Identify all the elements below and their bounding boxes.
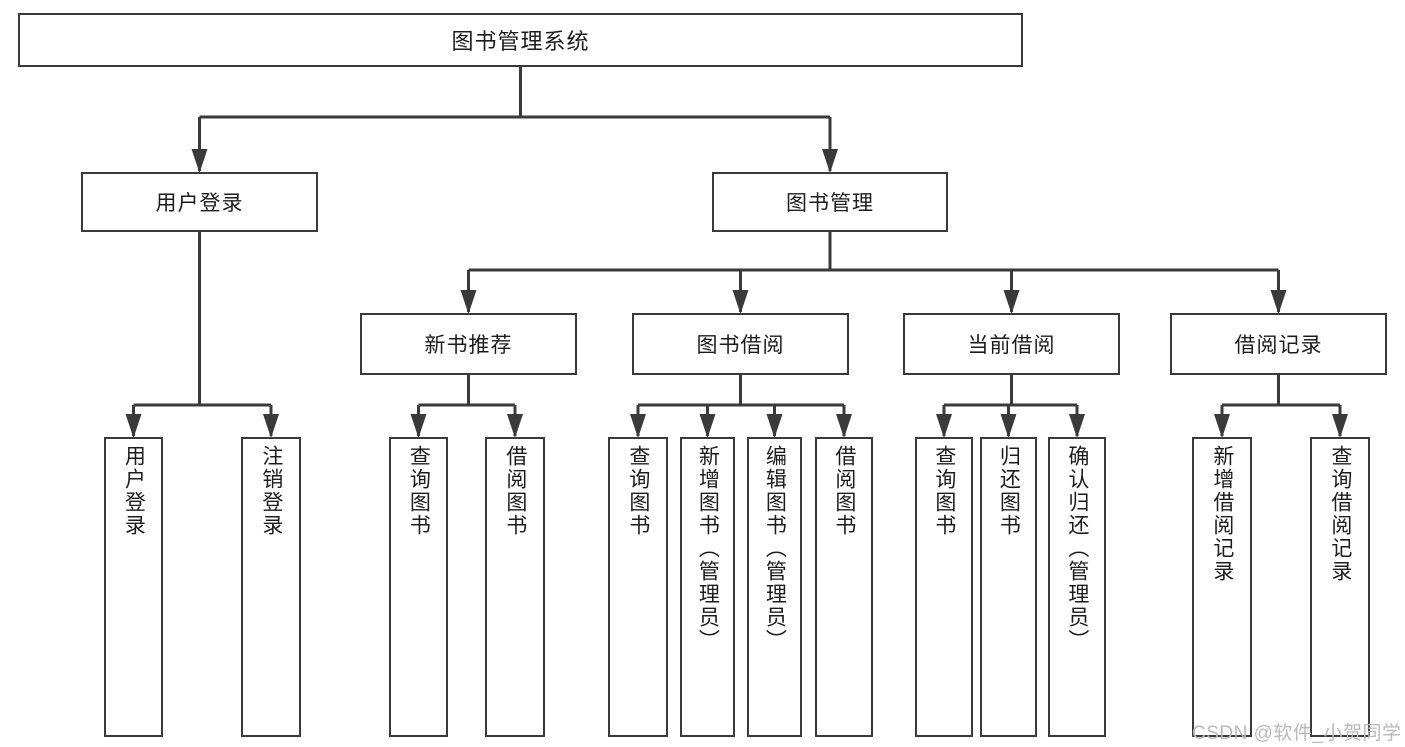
connector-arrowhead — [836, 414, 852, 438]
node-label: 图书管理 — [786, 192, 874, 215]
node-root[interactable]: 图书管理系统 — [18, 13, 1023, 67]
connector-arrowhead — [630, 414, 646, 438]
connector-arrowhead — [1003, 290, 1020, 314]
node-leaf-borrow-2[interactable]: 借阅图书 — [815, 437, 873, 737]
connector-arrowhead — [1214, 414, 1230, 438]
node-leaf-logout[interactable]: 注销登录 — [241, 437, 301, 737]
node-book-admin[interactable]: 图书管理 — [712, 172, 948, 232]
node-label: 确认归还（管理员） — [1065, 445, 1089, 652]
connector-arrowhead — [1270, 290, 1287, 314]
node-leaf-query-2[interactable]: 查询图书 — [608, 437, 668, 737]
node-label: 查询图书 — [407, 445, 431, 537]
connector-arrowhead — [410, 414, 427, 438]
connector-arrowhead — [125, 414, 142, 438]
node-label: 查询图书 — [932, 445, 956, 537]
node-book-borrow[interactable]: 图书借阅 — [632, 313, 849, 375]
node-label: 编辑图书（管理员） — [763, 445, 787, 652]
node-label: 图书借阅 — [696, 334, 785, 357]
node-label: 当前借阅 — [967, 334, 1056, 357]
node-user-login[interactable]: 用户登录 — [81, 172, 318, 232]
node-label: 借阅图书 — [832, 445, 856, 537]
connector-arrowhead — [766, 414, 783, 438]
connector-arrowhead — [822, 149, 838, 173]
node-leaf-query-1[interactable]: 查询图书 — [389, 437, 448, 737]
connector-arrowhead — [1332, 414, 1348, 438]
connector-arrowhead — [191, 149, 208, 173]
node-label: 查询借阅记录 — [1328, 445, 1352, 583]
node-label: 借阅图书 — [503, 445, 527, 537]
node-label: 借阅记录 — [1234, 334, 1323, 357]
node-leaf-edit-book[interactable]: 编辑图书（管理员） — [747, 437, 802, 737]
connector-arrowhead — [1069, 414, 1085, 438]
node-label: 新增图书（管理员） — [696, 445, 720, 652]
node-label: 图书管理系统 — [451, 29, 590, 54]
node-leaf-add-rec[interactable]: 新增借阅记录 — [1192, 437, 1252, 737]
connector-arrowhead — [699, 414, 716, 438]
node-leaf-add-book[interactable]: 新增图书（管理员） — [680, 437, 735, 737]
node-current-borrow[interactable]: 当前借阅 — [903, 313, 1120, 375]
connector-arrowhead — [936, 414, 952, 438]
node-label: 注销登录 — [259, 445, 283, 537]
node-label: 查询图书 — [626, 445, 650, 537]
connector-arrowhead — [263, 414, 279, 438]
connector-arrowhead — [1000, 414, 1017, 438]
node-leaf-borrow-1[interactable]: 借阅图书 — [485, 437, 545, 737]
connector-arrowhead — [732, 290, 749, 314]
node-label: 用户登录 — [122, 445, 146, 537]
node-leaf-query-rec[interactable]: 查询借阅记录 — [1310, 437, 1370, 737]
connector-arrowhead — [507, 414, 523, 438]
node-new-book-rec[interactable]: 新书推荐 — [360, 313, 577, 375]
node-borrow-record[interactable]: 借阅记录 — [1170, 313, 1387, 375]
node-leaf-query-3[interactable]: 查询图书 — [915, 437, 973, 737]
node-leaf-return[interactable]: 归还图书 — [980, 437, 1037, 737]
node-leaf-user-login[interactable]: 用户登录 — [104, 437, 163, 737]
connector-arrowhead — [460, 290, 477, 314]
node-label: 归还图书 — [997, 445, 1021, 537]
node-label: 新书推荐 — [424, 334, 513, 357]
node-label: 新增借阅记录 — [1210, 445, 1234, 583]
node-leaf-confirm[interactable]: 确认归还（管理员） — [1048, 437, 1106, 737]
node-label: 用户登录 — [155, 192, 244, 215]
